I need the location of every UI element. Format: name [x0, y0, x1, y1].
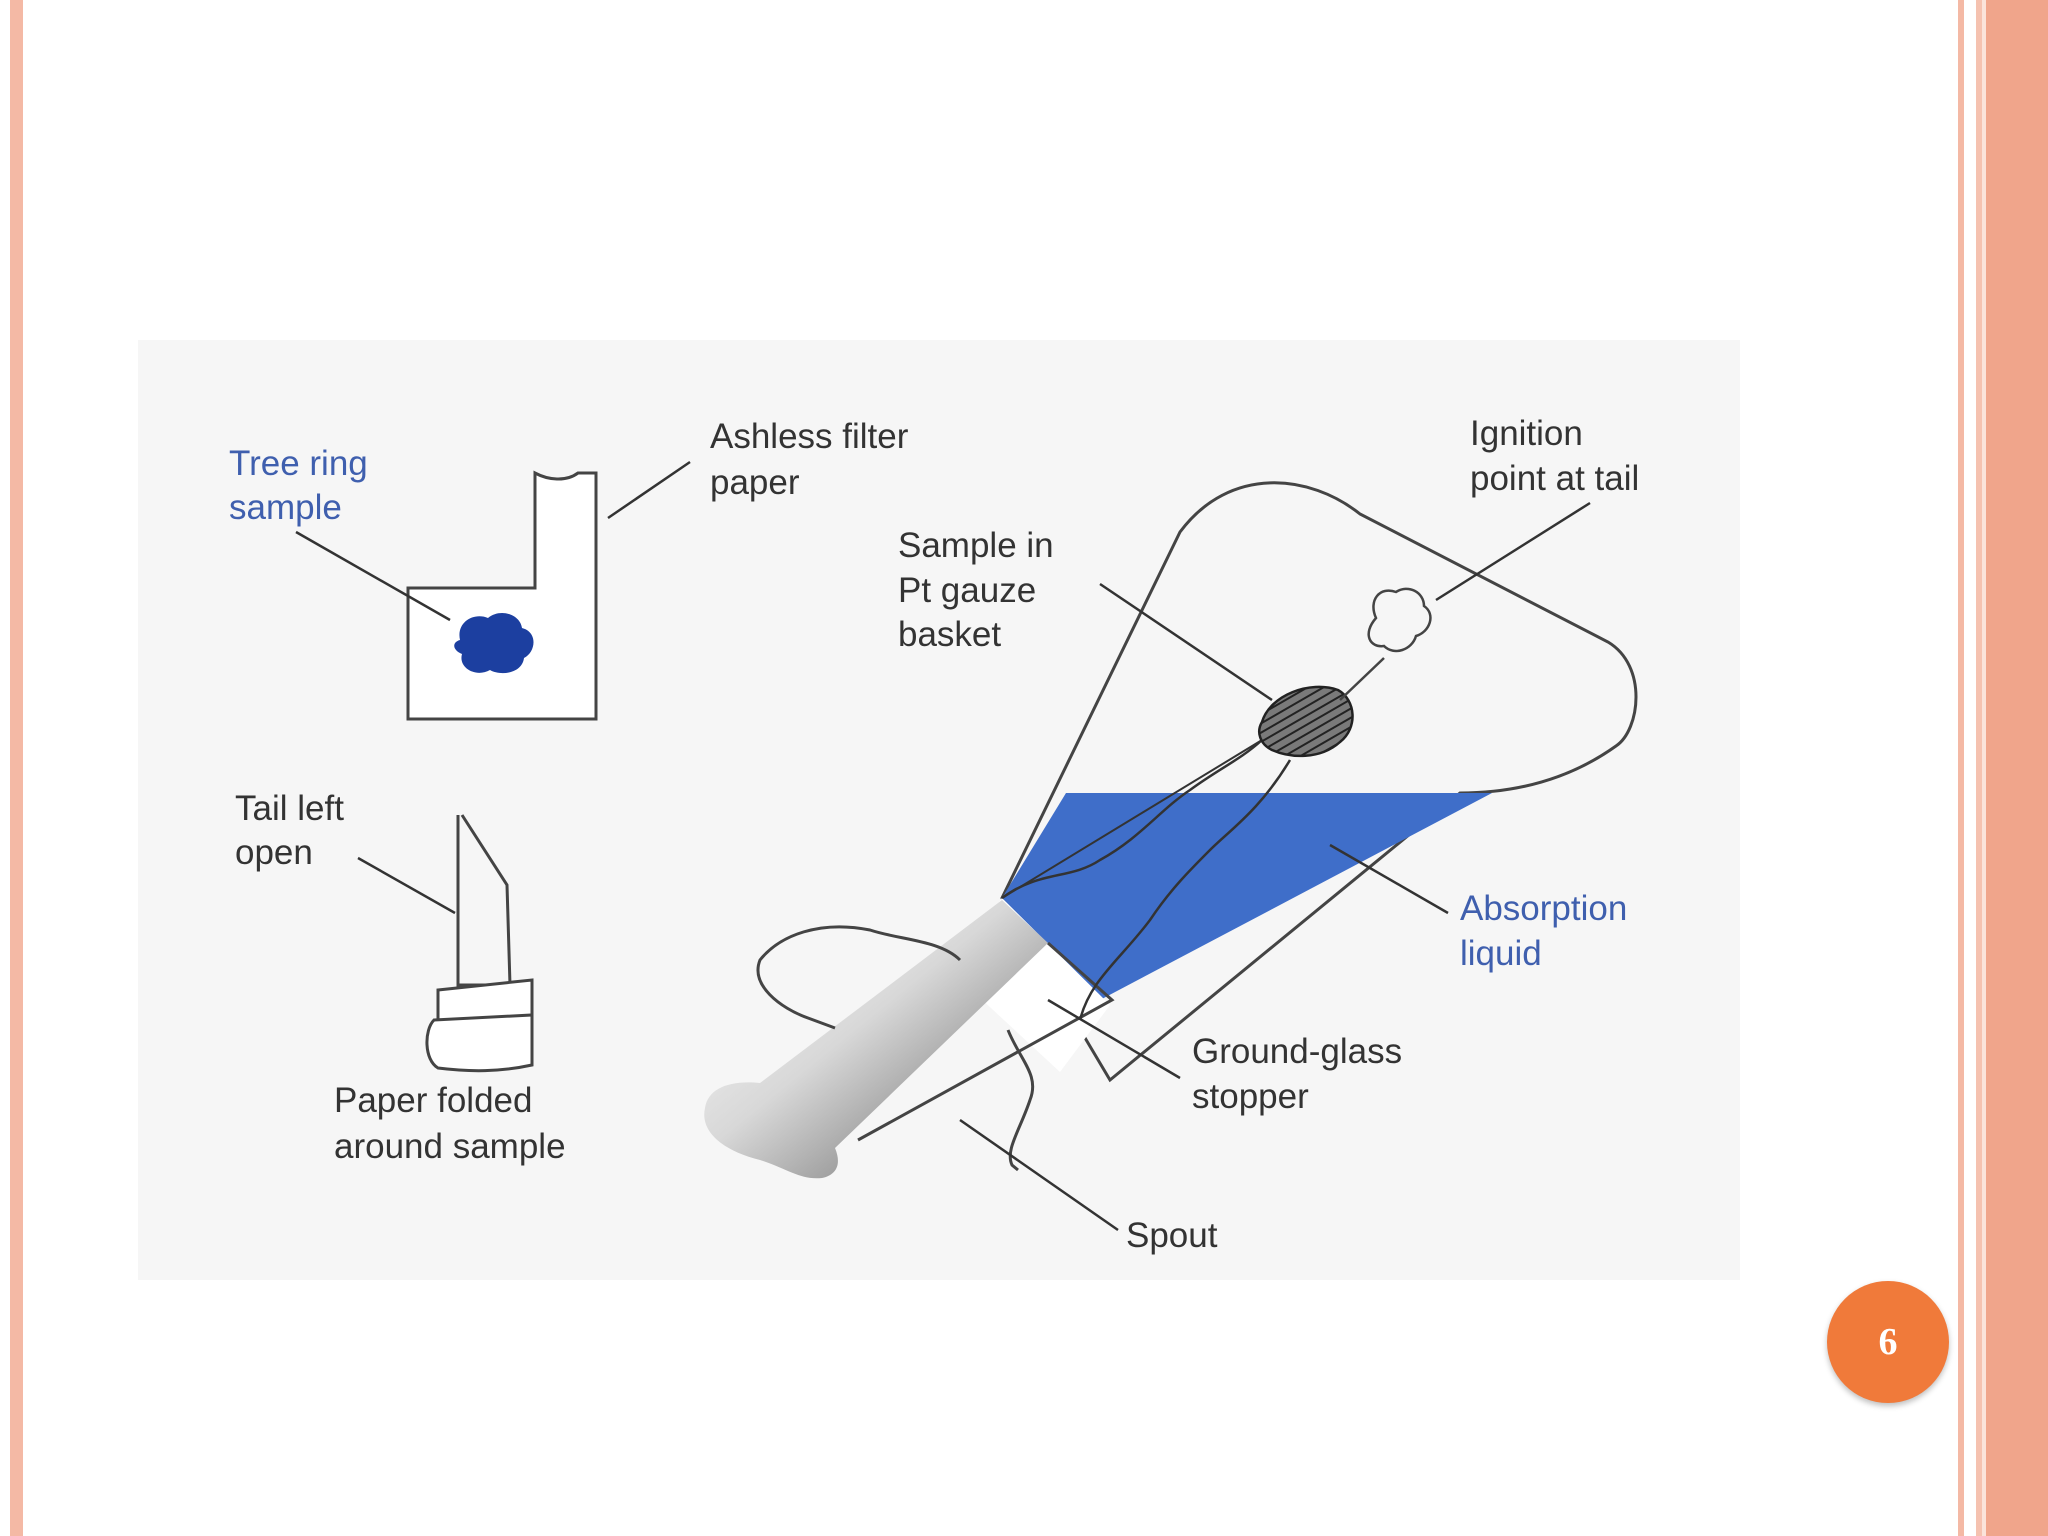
leader-tail — [357, 856, 456, 915]
leader-tree-ring — [295, 530, 451, 622]
label-tail-line1: Tail left — [235, 789, 344, 828]
leader-filter-paper — [607, 460, 691, 520]
label-paper-folded-line2: around sample — [334, 1127, 566, 1166]
label-sample-basket-line3: basket — [898, 615, 1001, 654]
leader-lines — [295, 460, 1591, 1232]
label-sample-basket-line2: Pt gauze — [898, 571, 1036, 610]
label-ignition-line1: Ignition — [1470, 414, 1583, 453]
label-ignition-line2: point at tail — [1470, 459, 1639, 498]
label-absorption-line2: liquid — [1460, 934, 1542, 973]
label-sample-basket-line1: Sample in — [898, 526, 1054, 565]
label-absorption-line1: Absorption — [1460, 889, 1627, 928]
leader-stopper — [1047, 998, 1181, 1080]
leader-absorption — [1329, 843, 1449, 915]
page-number: 6 — [1878, 1321, 1898, 1363]
page-number-badge: 6 — [1827, 1281, 1949, 1403]
label-tail-line2: open — [235, 833, 313, 872]
slide-border-right — [1958, 0, 1964, 1536]
figure-background — [138, 340, 1740, 1280]
label-filter-paper-line2: paper — [710, 463, 800, 502]
slide-border-band — [1976, 0, 2048, 1536]
slide-border-left — [10, 0, 23, 1536]
leader-ignition — [1435, 501, 1591, 602]
ignition-tail — [1339, 587, 1432, 701]
label-stopper-line1: Ground-glass — [1192, 1032, 1402, 1071]
tree-ring-sample-blob — [454, 613, 534, 674]
pt-gauze-basket — [1258, 685, 1354, 758]
label-filter-paper-line1: Ashless filter — [710, 417, 909, 456]
leader-sample-basket — [1099, 582, 1273, 702]
label-spout: Spout — [1126, 1216, 1218, 1255]
label-tree-ring-line2: sample — [229, 488, 342, 527]
label-stopper-line2: stopper — [1192, 1077, 1309, 1116]
leader-spout — [959, 1118, 1119, 1232]
combustion-flask — [704, 481, 1638, 1179]
folded-paper — [425, 814, 534, 1073]
filter-paper — [406, 470, 598, 721]
label-paper-folded-line1: Paper folded — [334, 1081, 532, 1120]
label-tree-ring-line1: Tree ring — [229, 444, 368, 483]
